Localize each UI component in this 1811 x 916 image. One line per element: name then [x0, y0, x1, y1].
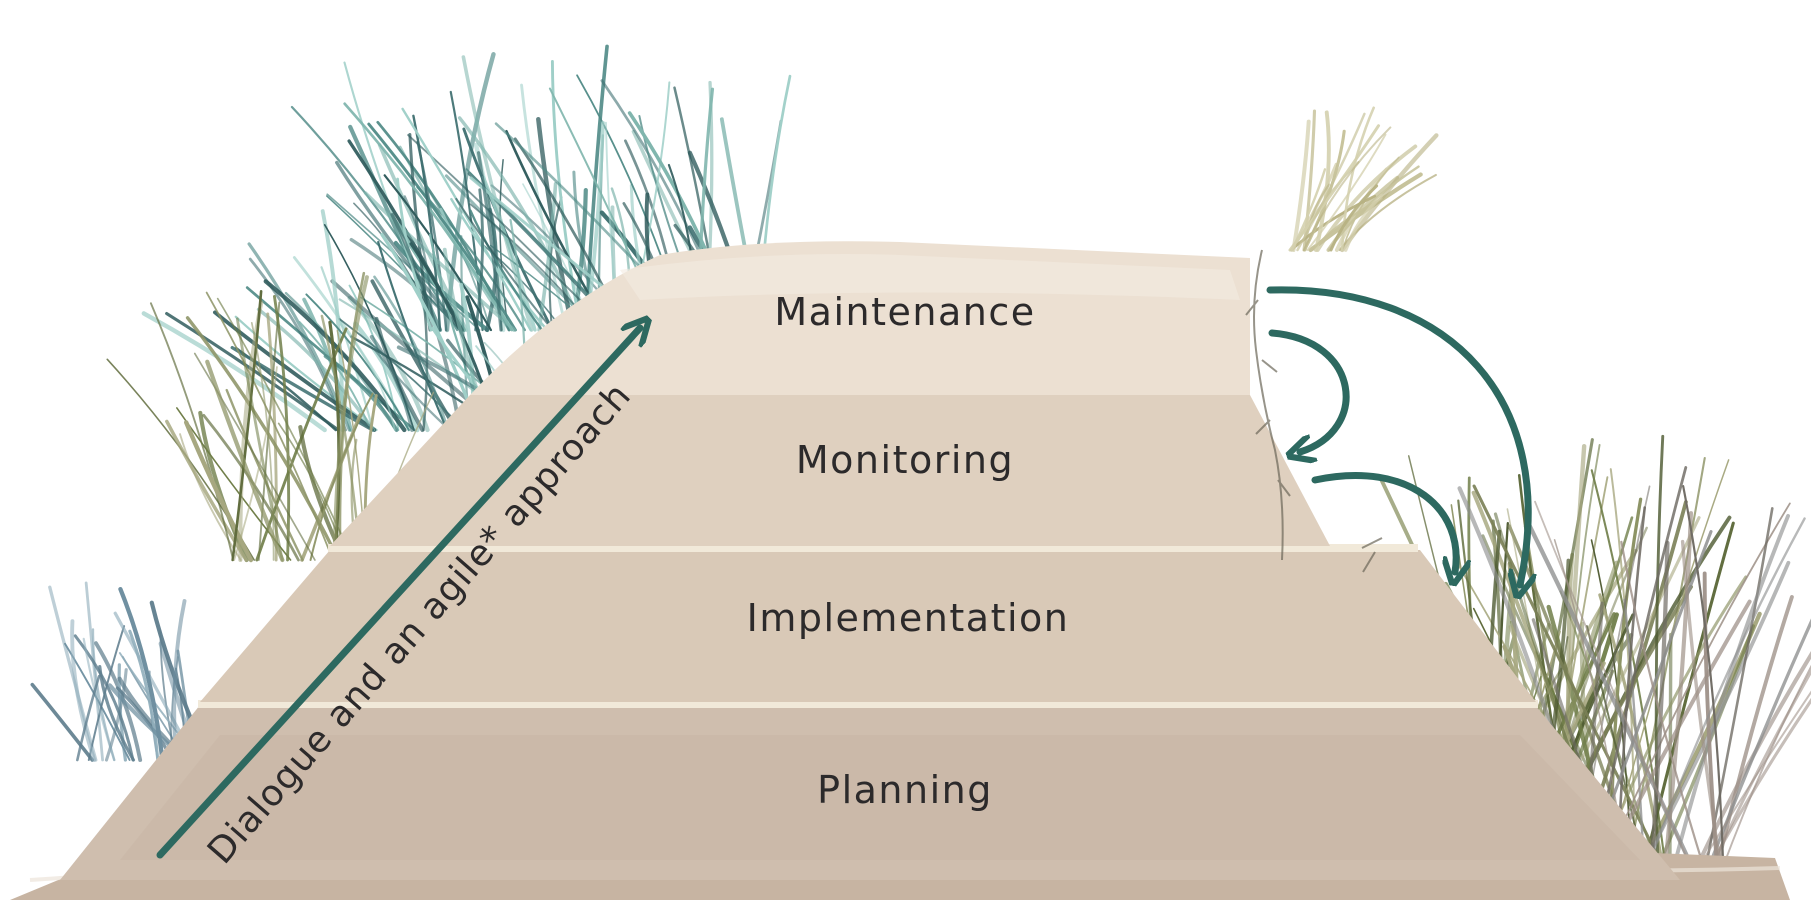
grass-blade — [48, 585, 98, 762]
layer-implementation — [200, 550, 1536, 702]
grass-blade — [1343, 193, 1384, 252]
grass-blade — [401, 107, 532, 332]
grass-blade — [320, 266, 375, 432]
grass-blade — [179, 433, 242, 561]
grass-blade — [1720, 664, 1811, 871]
grass-blade — [474, 188, 484, 332]
grass-blade — [1534, 500, 1694, 871]
grass-blade — [1714, 595, 1794, 872]
grass-blade — [383, 174, 493, 332]
grass-blade — [230, 345, 375, 432]
grass-blade — [1708, 668, 1811, 872]
diagonal-arrow — [156, 328, 640, 859]
grass-blade — [1624, 456, 1706, 872]
grass-blade — [1668, 632, 1673, 872]
curved-arrow-maint-to-monit — [1268, 329, 1350, 452]
label-maintenance: Maintenance — [774, 290, 1036, 334]
grass-blade — [1472, 484, 1667, 872]
label-monitoring: Monitoring — [795, 438, 1015, 482]
grass-blade — [70, 619, 97, 762]
curved-arrow-outer — [1266, 286, 1528, 585]
grass-blade — [1696, 690, 1811, 871]
grass-blade — [104, 668, 128, 762]
marram-grass-left — [30, 44, 792, 763]
grass-blade — [374, 349, 451, 432]
grass-blade — [1649, 540, 1670, 873]
grass-blade — [1329, 184, 1379, 252]
grass-blade — [476, 151, 503, 332]
grass-blade — [205, 359, 285, 563]
layer-planning — [60, 705, 1680, 880]
layer-monitoring — [330, 395, 1330, 546]
grass-blade — [1623, 598, 1646, 872]
roots — [1245, 249, 1383, 573]
grass-blade — [1671, 513, 1790, 872]
grass-blade — [412, 114, 442, 332]
grass-blade — [1645, 517, 1806, 872]
grass-blade — [339, 323, 396, 431]
grass-blade — [98, 664, 136, 762]
grass-blade — [320, 209, 345, 432]
grass-blade — [233, 366, 278, 561]
layer-planning-shade — [120, 735, 1640, 860]
grass-blade — [335, 160, 463, 332]
grass-blade — [1296, 112, 1366, 252]
grass-blade — [1682, 485, 1725, 872]
grass-blade — [1705, 618, 1811, 872]
grass-blade — [234, 315, 378, 432]
grass-blade — [193, 352, 316, 561]
grass-blade — [128, 629, 160, 762]
grass-blade — [390, 212, 463, 432]
grass-blade — [30, 682, 95, 762]
grass-blade — [235, 317, 284, 562]
grass-blade — [343, 102, 514, 332]
grass-blade — [469, 209, 544, 332]
layer-maintenance-highlight — [620, 254, 1240, 300]
label-implementation: Implementation — [746, 596, 1070, 640]
label-planning: Planning — [817, 768, 993, 812]
grass-blade — [455, 197, 554, 331]
grass-blade — [353, 321, 420, 433]
grass-blade — [373, 275, 450, 432]
grass-blade — [1308, 172, 1423, 253]
grass-blade — [305, 293, 410, 431]
grass-blade — [231, 289, 263, 562]
grass-blade — [82, 637, 116, 762]
grass-blade — [1291, 119, 1311, 252]
grass-blade — [250, 321, 275, 561]
grass-blade — [225, 388, 304, 562]
grass-blade — [141, 311, 327, 433]
grass-blade — [76, 674, 101, 762]
grass-blade — [205, 291, 334, 561]
grass-blade — [1306, 133, 1387, 251]
grass-blade — [332, 275, 369, 562]
grass-blade — [1288, 124, 1381, 252]
grass-blade — [87, 625, 126, 761]
grass-blade — [149, 302, 235, 561]
curved-arrow-monit-to-impl — [1311, 472, 1456, 572]
grass-blade — [238, 300, 264, 563]
grass-blade — [257, 301, 281, 561]
grass-blade — [1302, 126, 1392, 251]
grass-blade — [1706, 697, 1811, 872]
grass-blade — [1680, 539, 1723, 872]
